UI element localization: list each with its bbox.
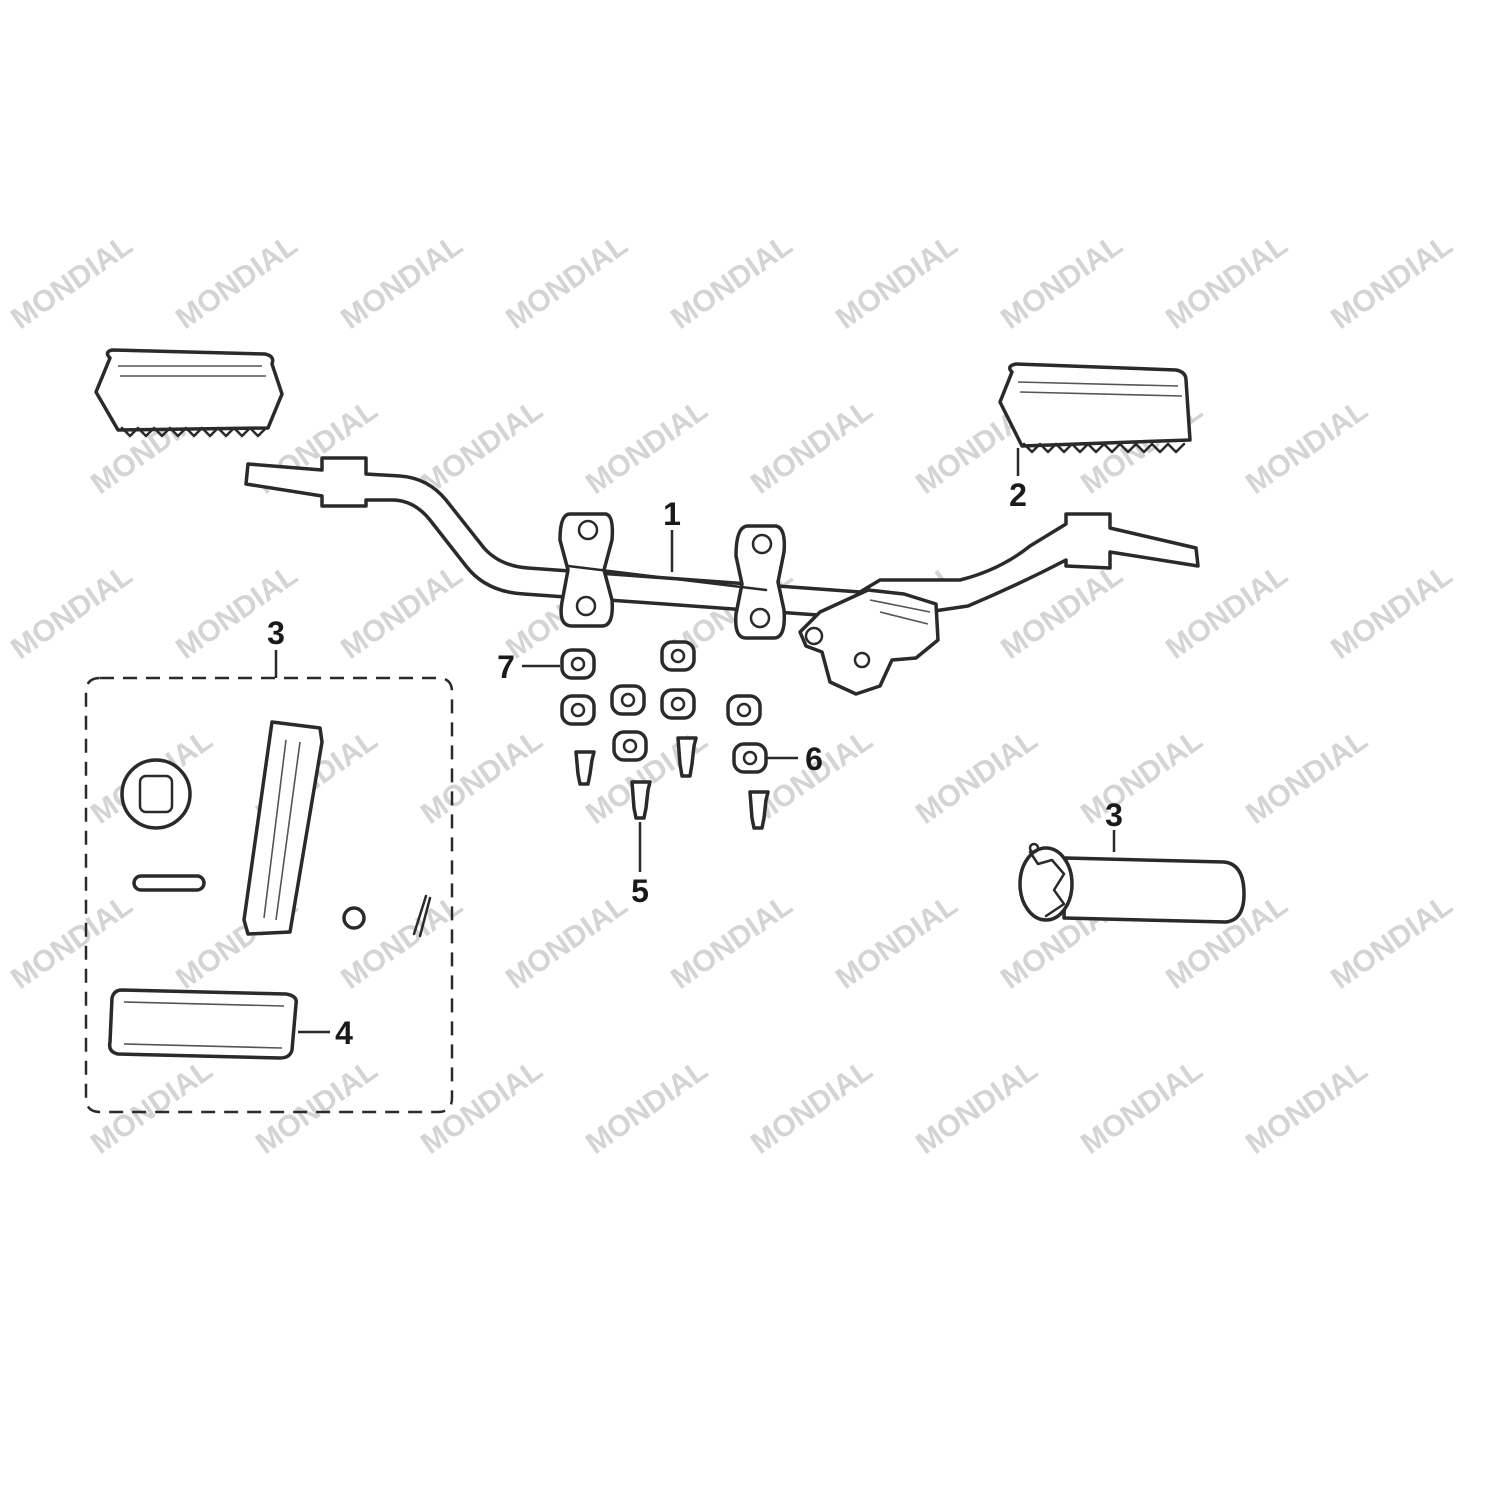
callout-4: 4 (335, 1015, 353, 1051)
watermark-text: MONDIAL (1160, 228, 1294, 335)
footrest-bar (244, 456, 1200, 696)
watermark-text: MONDIAL (415, 1053, 549, 1160)
footrest-rubber-right (998, 362, 1192, 454)
watermark-text: MONDIAL (415, 723, 549, 830)
watermark-text: MONDIAL (830, 228, 964, 335)
watermark-text: MONDIAL (1325, 228, 1459, 335)
bolt-set (574, 736, 770, 830)
callout-1: 1 (663, 496, 681, 532)
watermark-text: MONDIAL (1160, 558, 1294, 665)
watermark-text: MONDIAL (500, 228, 634, 335)
watermark-text: MONDIAL (5, 558, 139, 665)
watermark-text: MONDIAL (910, 1053, 1044, 1160)
watermark-text: MONDIAL (335, 888, 469, 995)
callout-5: 5 (631, 873, 649, 909)
callout-2: 2 (1009, 477, 1027, 513)
nut-washer-set (560, 640, 768, 774)
callout-6: 6 (805, 741, 823, 777)
watermark-text: MONDIAL (995, 228, 1129, 335)
watermark-text: MONDIAL (85, 1053, 219, 1160)
watermark-text: MONDIAL (250, 1053, 384, 1160)
watermark-text: MONDIAL (1240, 723, 1374, 830)
watermark-text: MONDIAL (1325, 888, 1459, 995)
callout-7: 7 (497, 649, 515, 685)
watermark-text: MONDIAL (335, 558, 469, 665)
watermark-text: MONDIAL (830, 888, 964, 995)
watermark-text: MONDIAL (665, 888, 799, 995)
watermark-text: MONDIAL (5, 228, 139, 335)
watermark-text: MONDIAL (1325, 558, 1459, 665)
watermark-text: MONDIAL (665, 228, 799, 335)
watermark-text: MONDIAL (580, 1053, 714, 1160)
watermark-text: MONDIAL (580, 393, 714, 500)
watermark-text: MONDIAL (745, 1053, 879, 1160)
watermark-text: MONDIAL (1075, 1053, 1209, 1160)
leader-lines (274, 448, 1116, 1034)
watermark-text: MONDIAL (500, 888, 634, 995)
watermark-text: MONDIAL (1240, 1053, 1374, 1160)
watermark-text: MONDIAL (5, 888, 139, 995)
watermark-text: MONDIAL (1240, 393, 1374, 500)
watermark-text: MONDIAL (415, 393, 549, 500)
kit-box (84, 676, 454, 1114)
handle-grip (1018, 842, 1246, 924)
watermark-text: MONDIAL (745, 393, 879, 500)
watermark-text: MONDIAL (170, 228, 304, 335)
callout-3-grip: 3 (1105, 797, 1123, 833)
footrest-rubber-left (94, 348, 284, 438)
callout-3-kit: 3 (267, 615, 285, 651)
watermark-text: MONDIAL (910, 723, 1044, 830)
callouts: 1 2 3 7 6 5 3 4 (267, 477, 1123, 1051)
watermark-text: MONDIAL (335, 228, 469, 335)
watermark-text: MONDIAL (1075, 723, 1209, 830)
